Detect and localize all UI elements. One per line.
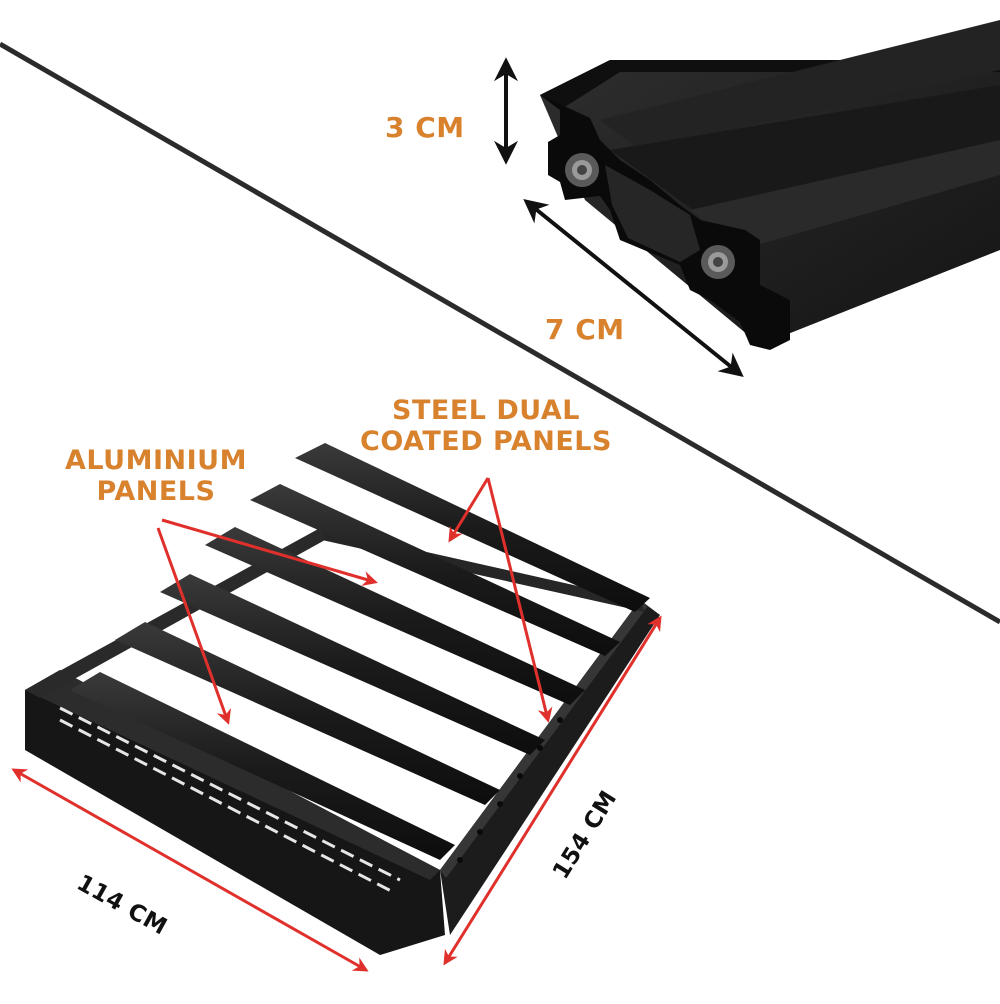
height-dimension-label: 3 CM xyxy=(385,111,465,144)
alu-arrow-bottom xyxy=(156,527,231,725)
diagonal-divider xyxy=(0,41,1000,625)
width-dimension-arrow xyxy=(523,198,744,378)
rack-width-arrow xyxy=(11,768,369,972)
alu-arrow-top xyxy=(161,518,378,586)
steel-label-line2: COATED PANELS xyxy=(360,426,612,458)
alu-label-line1: ALUMINIUM xyxy=(65,445,247,476)
alu-label-line2: PANELS xyxy=(96,476,216,508)
aluminium-extrusion-profile-image xyxy=(540,20,1000,350)
steel-panels-label: STEEL DUAL COATED PANELS xyxy=(360,395,612,457)
aluminium-panels-label: ALUMINIUM PANELS xyxy=(62,445,250,507)
steel-arrow-back xyxy=(448,477,490,543)
steel-label-line1: STEEL DUAL xyxy=(392,395,580,426)
rack-length-arrow xyxy=(443,615,662,966)
width-dimension-label: 7 CM xyxy=(545,313,625,346)
